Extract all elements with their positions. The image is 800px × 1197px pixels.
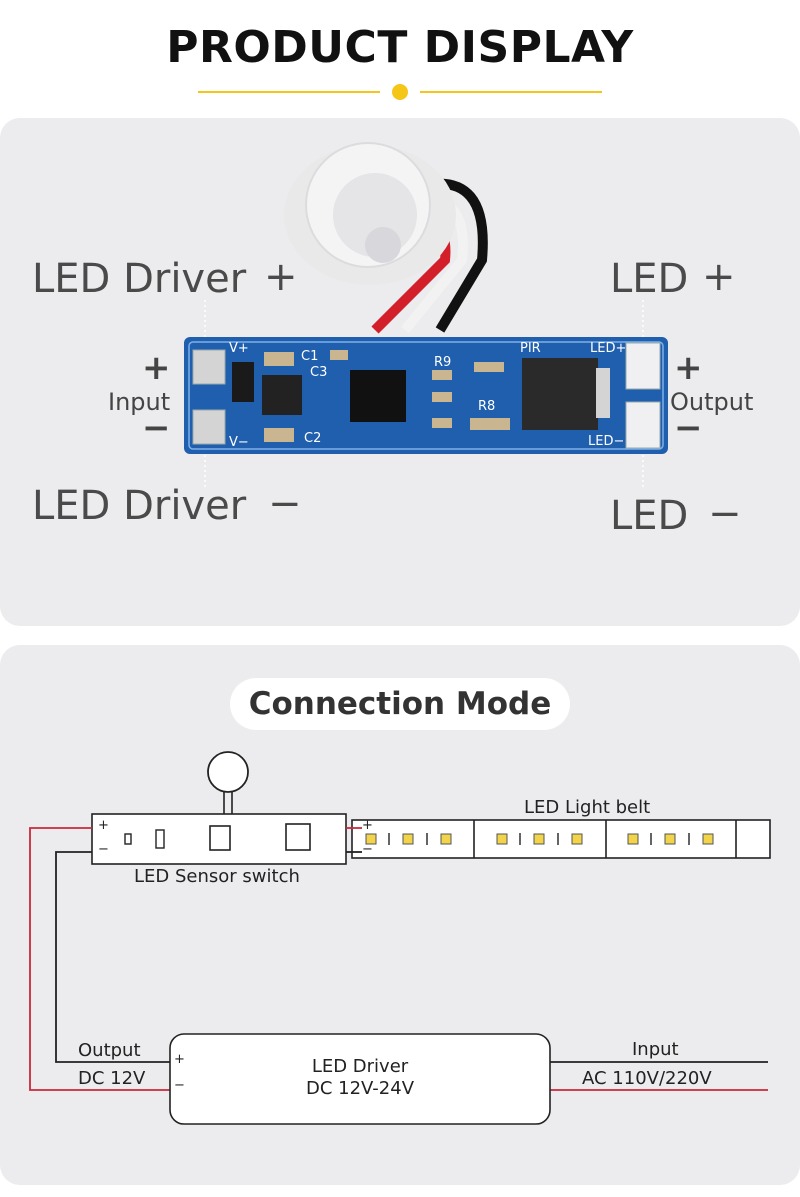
- svg-text:C3: C3: [310, 365, 327, 380]
- svg-text:LED−: LED−: [588, 434, 624, 449]
- svg-text:C1: C1: [301, 349, 318, 364]
- output-minus-sign: −: [674, 408, 703, 448]
- svg-text:R8: R8: [478, 399, 495, 414]
- driver-plus-label: LED Driver: [32, 256, 247, 302]
- sensor-switch-label: LED Sensor switch: [134, 866, 300, 887]
- belt-minus-mark: −: [362, 842, 373, 857]
- output-label: Output: [670, 388, 754, 416]
- output-wire-label: Output: [78, 1040, 141, 1061]
- driver-minus-mark: −: [174, 1078, 185, 1093]
- belt-plus-mark: +: [362, 818, 373, 833]
- driver-minus-label: LED Driver: [32, 483, 247, 529]
- sensor-plus-mark: +: [98, 818, 109, 833]
- sensor-minus-mark: −: [98, 842, 109, 857]
- light-belt-label: LED Light belt: [524, 797, 651, 818]
- driver-name: LED Driver: [311, 1056, 409, 1077]
- svg-text:V+: V+: [229, 341, 249, 356]
- led-minus-label: LED: [610, 493, 689, 539]
- svg-text:LED+: LED+: [590, 341, 626, 356]
- input-wire-label: Input: [632, 1039, 679, 1060]
- product-board-illustration: V+ V− C1 C3 C2 R9 R8 PIR LED+ LED−: [184, 142, 668, 490]
- output-voltage: DC 12V: [78, 1068, 146, 1089]
- input-plus-sign: +: [142, 348, 171, 388]
- svg-text:R9: R9: [434, 355, 451, 370]
- title-divider: [198, 84, 602, 100]
- page-title: PRODUCT DISPLAY: [166, 22, 634, 73]
- svg-text:V−: V−: [229, 435, 249, 450]
- svg-text:PIR: PIR: [520, 341, 541, 356]
- driver-plus-mark: +: [174, 1052, 185, 1067]
- led-minus-sign: −: [708, 491, 742, 537]
- driver-plus-sign: +: [264, 254, 298, 300]
- led-plus-sign: +: [702, 254, 736, 300]
- driver-minus-sign: −: [268, 481, 302, 527]
- output-plus-sign: +: [674, 348, 703, 388]
- connection-mode-title: Connection Mode: [230, 678, 570, 730]
- led-plus-label: LED: [610, 256, 689, 302]
- input-voltage: AC 110V/220V: [582, 1068, 712, 1089]
- input-minus-sign: −: [142, 408, 171, 448]
- svg-text:C2: C2: [304, 431, 321, 446]
- driver-spec: DC 12V-24V: [305, 1078, 415, 1099]
- input-label: Input: [108, 388, 171, 416]
